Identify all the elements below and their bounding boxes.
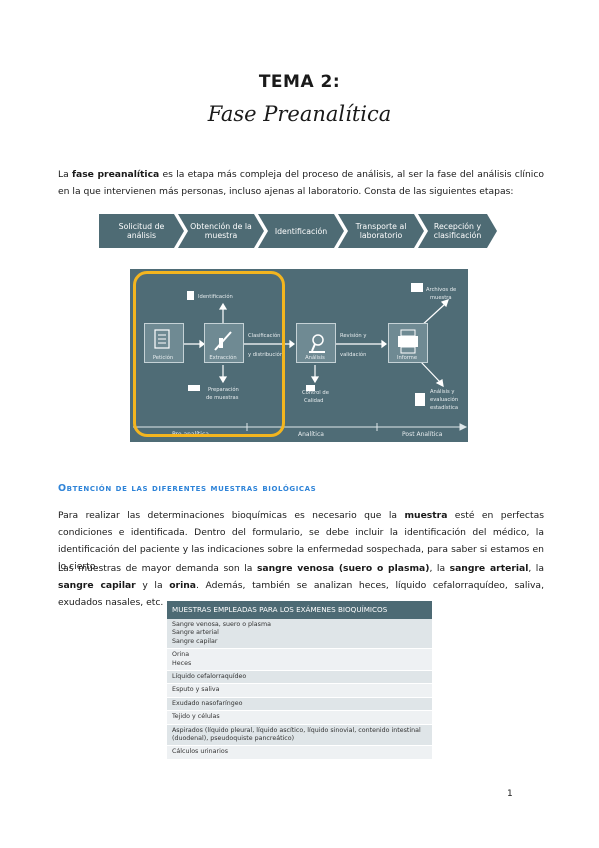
distribucion-label: y distribución [248, 352, 284, 358]
phase-postanalitica: Post Analítica [402, 431, 443, 438]
peticion-label: Petición [152, 355, 174, 361]
step-solicitud: Solicitud de análisis [99, 214, 184, 248]
analisis-box [296, 323, 336, 363]
table-row: Esputo y saliva [167, 684, 432, 698]
beaker-icon [188, 385, 200, 391]
paragraph-demanda: Las muestras de mayor demanda son la san… [58, 563, 544, 608]
process-steps: Solicitud de análisis Obtención de la mu… [99, 214, 491, 248]
samples-table: MUESTRAS EMPLEADAS PARA LOS EXÁMENES BIO… [167, 601, 432, 760]
step-transporte: Transporte al laboratorio [338, 214, 424, 248]
table-cell-line: Aspirados (líquido pleural, líquido ascí… [172, 726, 421, 743]
archivos-label-2: muestra [430, 295, 452, 301]
table-row: Cálculos urinarios [167, 746, 432, 760]
table-cell-line: Esputo y saliva [172, 686, 220, 694]
table-row: Líquido cefalorraquídeo [167, 671, 432, 685]
table-cell-line: Exudado nasofaríngeo [172, 699, 243, 707]
analisis-eval-label-1: Análisis y [430, 389, 455, 395]
table-cell-line: Líquido cefalorraquídeo [172, 673, 247, 681]
table-row: Aspirados (líquido pleural, líquido ascí… [167, 724, 432, 747]
validacion-label: validación [340, 352, 367, 358]
page-number: 1 [507, 789, 513, 799]
table-cell-line: Sangre arterial [172, 629, 219, 637]
table-cell-line: Cálculos urinarios [172, 748, 228, 756]
revision-label: Revisión y [340, 333, 367, 339]
archivos-label-1: Archivos de [426, 287, 457, 293]
phase-analitica: Analítica [298, 431, 324, 438]
preparacion-label-1: Preparación [208, 387, 239, 393]
table-cell-line: Tejido y células [172, 713, 220, 721]
table-header: MUESTRAS EMPLEADAS PARA LOS EXÁMENES BIO… [167, 601, 432, 619]
intro-text: La [58, 169, 73, 180]
table-cell-line: Sangre capilar [172, 637, 218, 645]
analisis-eval-label-2: evaluación [430, 397, 459, 403]
table-cell-line: Orina [172, 651, 190, 659]
table-cell-line: Heces [172, 659, 192, 667]
workflow-diagram: Petición Extracción Análisis Informe Ide… [130, 269, 468, 442]
analisis-label: Análisis [305, 355, 325, 361]
analisis-eval-label-3: estadística [430, 405, 459, 411]
informe-box [388, 323, 428, 363]
check-icon [306, 385, 315, 391]
preparacion-label-2: de muestras [206, 395, 239, 401]
control-label-1: Control de [302, 390, 329, 396]
paragraph-muestra: Para realizar las determinaciones bioquí… [58, 510, 544, 572]
page-subtitle: Fase Preanalítica [207, 102, 392, 126]
extraccion-label: Extracción [209, 355, 237, 361]
step-identificacion: Identificación [258, 214, 344, 248]
step-recepcion: Recepción y clasificación [418, 214, 497, 248]
control-label-2: Calidad [304, 398, 324, 404]
extraccion-box [204, 323, 244, 363]
step-obtencion: Obtención de la muestra [178, 214, 264, 248]
informe-label: Informe [396, 355, 418, 361]
stats-icon [415, 393, 425, 406]
identificacion-label: Identificación [198, 294, 233, 300]
table-row: Exudado nasofaríngeo [167, 697, 432, 712]
preanalitica-highlight [133, 271, 285, 437]
section-heading: Obtención de las diferentes muestras bio… [58, 483, 317, 494]
archive-icon [411, 283, 423, 292]
table-cell-line: Sangre venosa, suero o plasma [172, 621, 271, 628]
peticion-box [144, 323, 184, 363]
table-row: Tejido y células [167, 711, 432, 725]
id-card-icon [187, 291, 194, 300]
intro-bold: fase preanalítica [72, 169, 160, 180]
page-title: TEMA 2: [258, 72, 341, 92]
clasificacion-label: Clasificación [248, 333, 281, 339]
intro-text-rest: es la etapa más compleja del proceso de … [58, 169, 544, 197]
intro-paragraph: La fase preanalítica es la etapa más com… [58, 166, 544, 200]
